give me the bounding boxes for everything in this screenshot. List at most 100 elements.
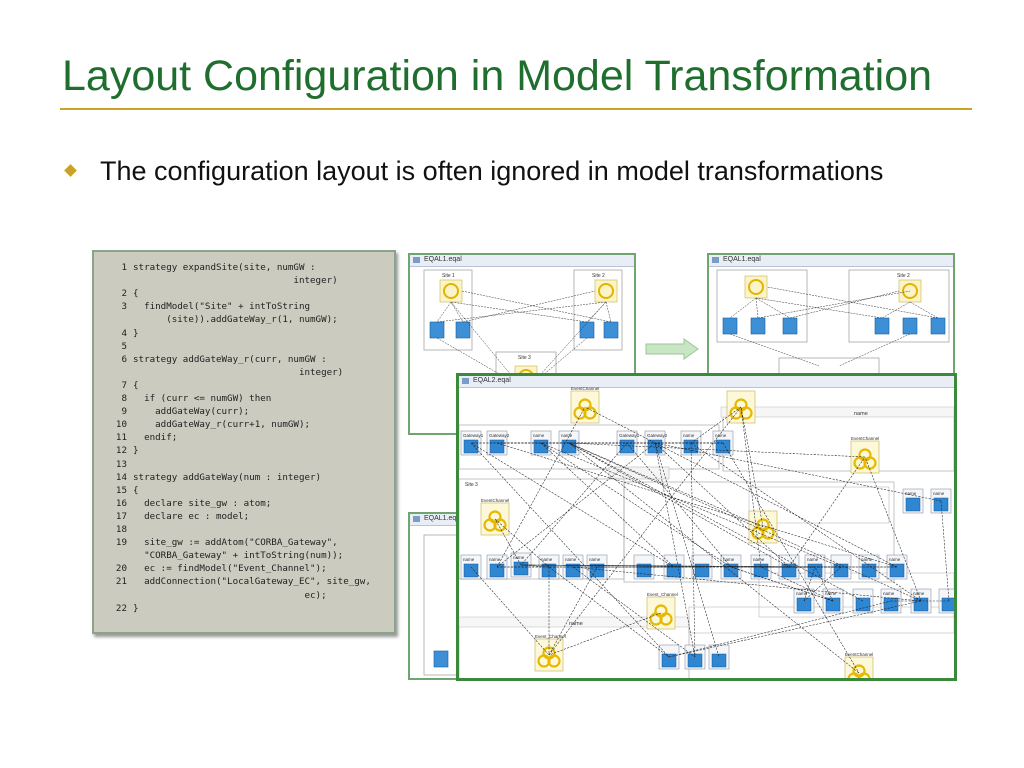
file-icon <box>712 257 719 263</box>
code-text: declare ec : model; <box>133 510 250 522</box>
gateway-icon <box>603 321 619 339</box>
site-box <box>758 572 954 618</box>
code-line: integer) <box>94 367 343 379</box>
diagram-after-canvas: Site 2 <box>716 269 950 383</box>
gateway-icon <box>930 317 946 335</box>
line-number: 11 <box>115 432 127 444</box>
gateway-label: name <box>905 491 917 496</box>
file-icon <box>413 257 420 263</box>
site-label: Site 3 <box>465 482 478 488</box>
gateway-icon <box>874 317 890 335</box>
gateway-label: name <box>753 557 765 562</box>
site-label: Site 3 <box>518 355 531 361</box>
code-line: 20 ec := findModel("Event_Channel"); <box>94 563 327 575</box>
event-channel-icon: EventChannel <box>570 387 600 424</box>
event-channel-label: EventChannel <box>845 652 873 657</box>
site-name-label: name <box>854 411 868 417</box>
code-text: "CORBA_Gateway" + intToString(num)); <box>133 550 344 562</box>
code-line: 16 declare site_gw : atom; <box>94 498 271 510</box>
code-text: integer) <box>133 275 338 287</box>
code-text: strategy addGateWay_r(curr, numGW : <box>133 353 327 365</box>
gateway-icon <box>722 317 738 335</box>
diagram-tab-label: EQAL1.eqal <box>723 256 761 263</box>
code-line: 8 if (curr <= numGW) then <box>94 393 271 405</box>
line-number: 4 <box>121 327 127 339</box>
code-text: { <box>133 484 139 496</box>
code-text: addGateWay_r(curr+1, numGW); <box>133 419 311 431</box>
code-text: } <box>133 445 139 457</box>
slide-title: Layout Configuration in Model Transforma… <box>62 52 933 100</box>
site-label: Site 2 <box>592 273 605 279</box>
line-number: 1 <box>121 262 127 273</box>
code-listing-panel: 1 strategy expandSite(site, numGW : integ… <box>92 250 396 634</box>
gateway-label: Gateway2 <box>647 433 668 438</box>
gateway-label: name <box>796 591 808 596</box>
gateway-label: name <box>561 433 573 438</box>
diagram-tab[interactable]: EQAL1.eqal <box>709 255 953 267</box>
gateway-label: name <box>861 557 873 562</box>
event-channel-icon: EventChannel <box>850 436 880 474</box>
event-channel-icon <box>744 275 768 299</box>
code-line: 5 <box>94 341 133 353</box>
code-text: (site)).addGateWay_r(1, numGW); <box>133 314 338 326</box>
code-text: strategy expandSite(site, numGW : <box>133 262 316 273</box>
line-number: 10 <box>115 419 127 431</box>
site-label: Site 2 <box>897 273 910 279</box>
event-channel-label: Event_Channel <box>647 592 678 597</box>
code-text: addGateWay(curr); <box>133 406 250 418</box>
site-name-label: name <box>569 621 583 627</box>
event-channel-label: Event_Channel <box>535 634 566 639</box>
gateway-label: name <box>889 557 901 562</box>
code-text: } <box>133 327 139 339</box>
diagram-tab-label: EQAL1.eqal <box>424 515 462 522</box>
code-line: 4} <box>94 327 139 340</box>
gateway-icon <box>750 317 766 335</box>
gateway-label: name <box>933 491 945 496</box>
site-box <box>608 466 670 480</box>
gateway-label: name <box>683 433 695 438</box>
line-number: 12 <box>115 445 127 457</box>
code-text: if (curr <= numGW) then <box>133 393 272 404</box>
gateway-label: name <box>541 557 553 562</box>
gateway-label: name <box>565 557 577 562</box>
code-line: 19 site_gw := addAtom("CORBA_Gateway", <box>94 537 338 549</box>
site-label: Site 1 <box>442 273 455 279</box>
code-line: 1 strategy expandSite(site, numGW : <box>94 262 316 274</box>
site-box <box>459 620 690 678</box>
line-number: 19 <box>115 537 127 549</box>
line-number: 5 <box>121 340 127 352</box>
gateway-label: name <box>513 555 525 560</box>
event-channel-label: EventChannel <box>571 387 599 391</box>
code-line: 12} <box>94 445 139 457</box>
code-line: 10 addGateWay_r(curr+1, numGW); <box>94 419 310 431</box>
event-channel-label: EventChannel <box>481 498 509 503</box>
gateway-icon <box>433 650 449 668</box>
code-line: 22} <box>94 603 139 615</box>
code-line: (site)).addGateWay_r(1, numGW); <box>94 314 338 326</box>
gateway-label: name <box>913 591 925 596</box>
file-icon <box>413 516 420 522</box>
code-line: "CORBA_Gateway" + intToString(num)); <box>94 550 343 562</box>
line-number: 20 <box>115 563 127 575</box>
line-number: 2 <box>121 288 127 300</box>
code-line: 17 declare ec : model; <box>94 511 249 523</box>
diagram-tab-label: EQAL1.eqal <box>424 256 462 263</box>
code-text: strategy addGateWay(num : integer) <box>133 471 322 483</box>
diagram-tab[interactable]: EQAL2.eqal <box>459 376 954 388</box>
site-box <box>748 486 890 524</box>
gateway-icon <box>938 588 954 614</box>
line-number: 21 <box>115 576 127 588</box>
diagram-tab[interactable]: EQAL1.eqal <box>410 255 634 267</box>
diamond-bullet-icon <box>64 164 77 177</box>
code-line: 15{ <box>94 485 139 497</box>
line-number: 3 <box>121 301 127 313</box>
code-text: { <box>133 288 139 300</box>
gateway-label: name <box>463 557 475 562</box>
line-number: 7 <box>121 379 127 391</box>
line-number: 18 <box>115 524 127 535</box>
gateway-label: name <box>825 591 837 596</box>
